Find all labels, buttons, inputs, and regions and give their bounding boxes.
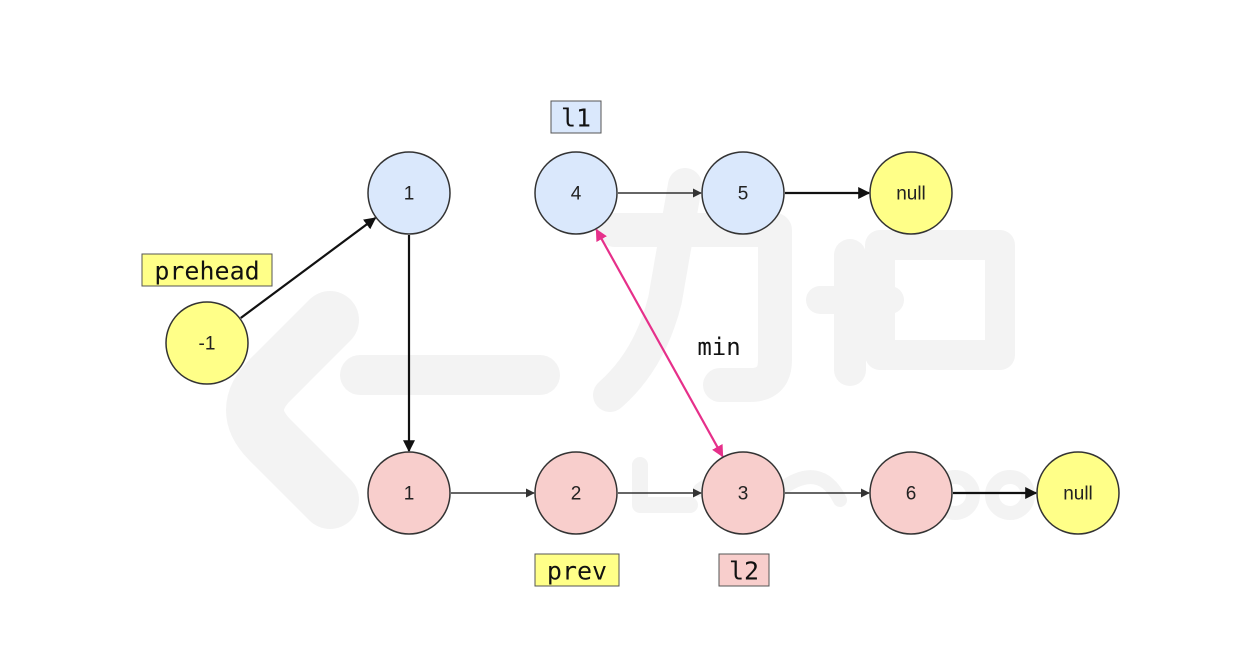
edge-l1_n4-to-l2_n3: min (595, 228, 741, 458)
edge-line (595, 228, 724, 458)
node-l1_n1: 1 (367, 151, 451, 235)
node-circle (1036, 451, 1120, 535)
pointer-tag-box (550, 100, 602, 134)
node-l1_n5: 5 (701, 151, 785, 235)
node-l1_null: null (869, 151, 953, 235)
pointer-tag-label: l2 (729, 557, 759, 586)
node-l1_n4: 4 (534, 151, 618, 235)
node-value: 3 (738, 484, 749, 505)
pointer-tag-label: prev (547, 557, 607, 586)
node-value: 1 (404, 484, 415, 505)
node-l2_n6: 6 (869, 451, 953, 535)
node-l2_n1: 1 (367, 451, 451, 535)
edge-line (240, 217, 377, 319)
pointer-tag-l1: l1 (550, 100, 602, 134)
pointer-tag-box (141, 253, 273, 287)
edge-label-min: min (697, 333, 740, 361)
node-value: 6 (906, 484, 917, 505)
pointer-tag-label: prehead (154, 257, 259, 286)
node-circle (367, 151, 451, 235)
pointer-tag-box (718, 553, 770, 587)
pointer-tag-prehead: prehead (141, 253, 273, 287)
pointer-tag-box (534, 553, 620, 587)
node-circle (869, 451, 953, 535)
node-value: 1 (404, 184, 415, 205)
pointer-tag-label: l1 (561, 104, 591, 133)
node-value: null (896, 184, 926, 205)
pointer-tag-l2: l2 (718, 553, 770, 587)
node-circle (165, 301, 249, 385)
node-circle (701, 451, 785, 535)
node-preheadNode: -1 (165, 301, 249, 385)
node-circle (701, 151, 785, 235)
node-value: -1 (199, 334, 216, 355)
edge-preheadNode-to-l1_n1 (240, 217, 377, 319)
node-value: 5 (738, 184, 749, 205)
node-l2_null: null (1036, 451, 1120, 535)
node-value: 4 (571, 184, 582, 205)
node-circle (869, 151, 953, 235)
node-l2_n2: 2 (534, 451, 618, 535)
node-circle (534, 151, 618, 235)
node-value: null (1063, 484, 1093, 505)
pointer-tag-prev: prev (534, 553, 620, 587)
node-value: 2 (571, 484, 582, 505)
node-l2_n3: 3 (701, 451, 785, 535)
node-circle (367, 451, 451, 535)
node-circle (534, 451, 618, 535)
